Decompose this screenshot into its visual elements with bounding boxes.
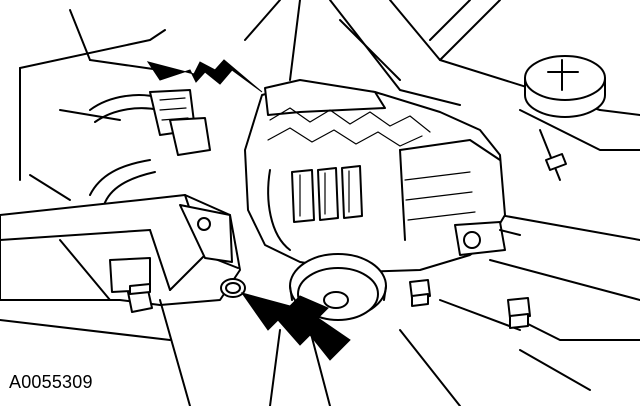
mounting-bracket [0,194,241,406]
arrow-icon [146,59,351,361]
bracket-nut [220,278,246,298]
filler-cap [524,55,606,181]
mounting-bolts [409,279,531,329]
alternator [244,79,521,273]
vacuum-hose [29,89,211,206]
figure-id-label: A0055309 [9,372,93,392]
